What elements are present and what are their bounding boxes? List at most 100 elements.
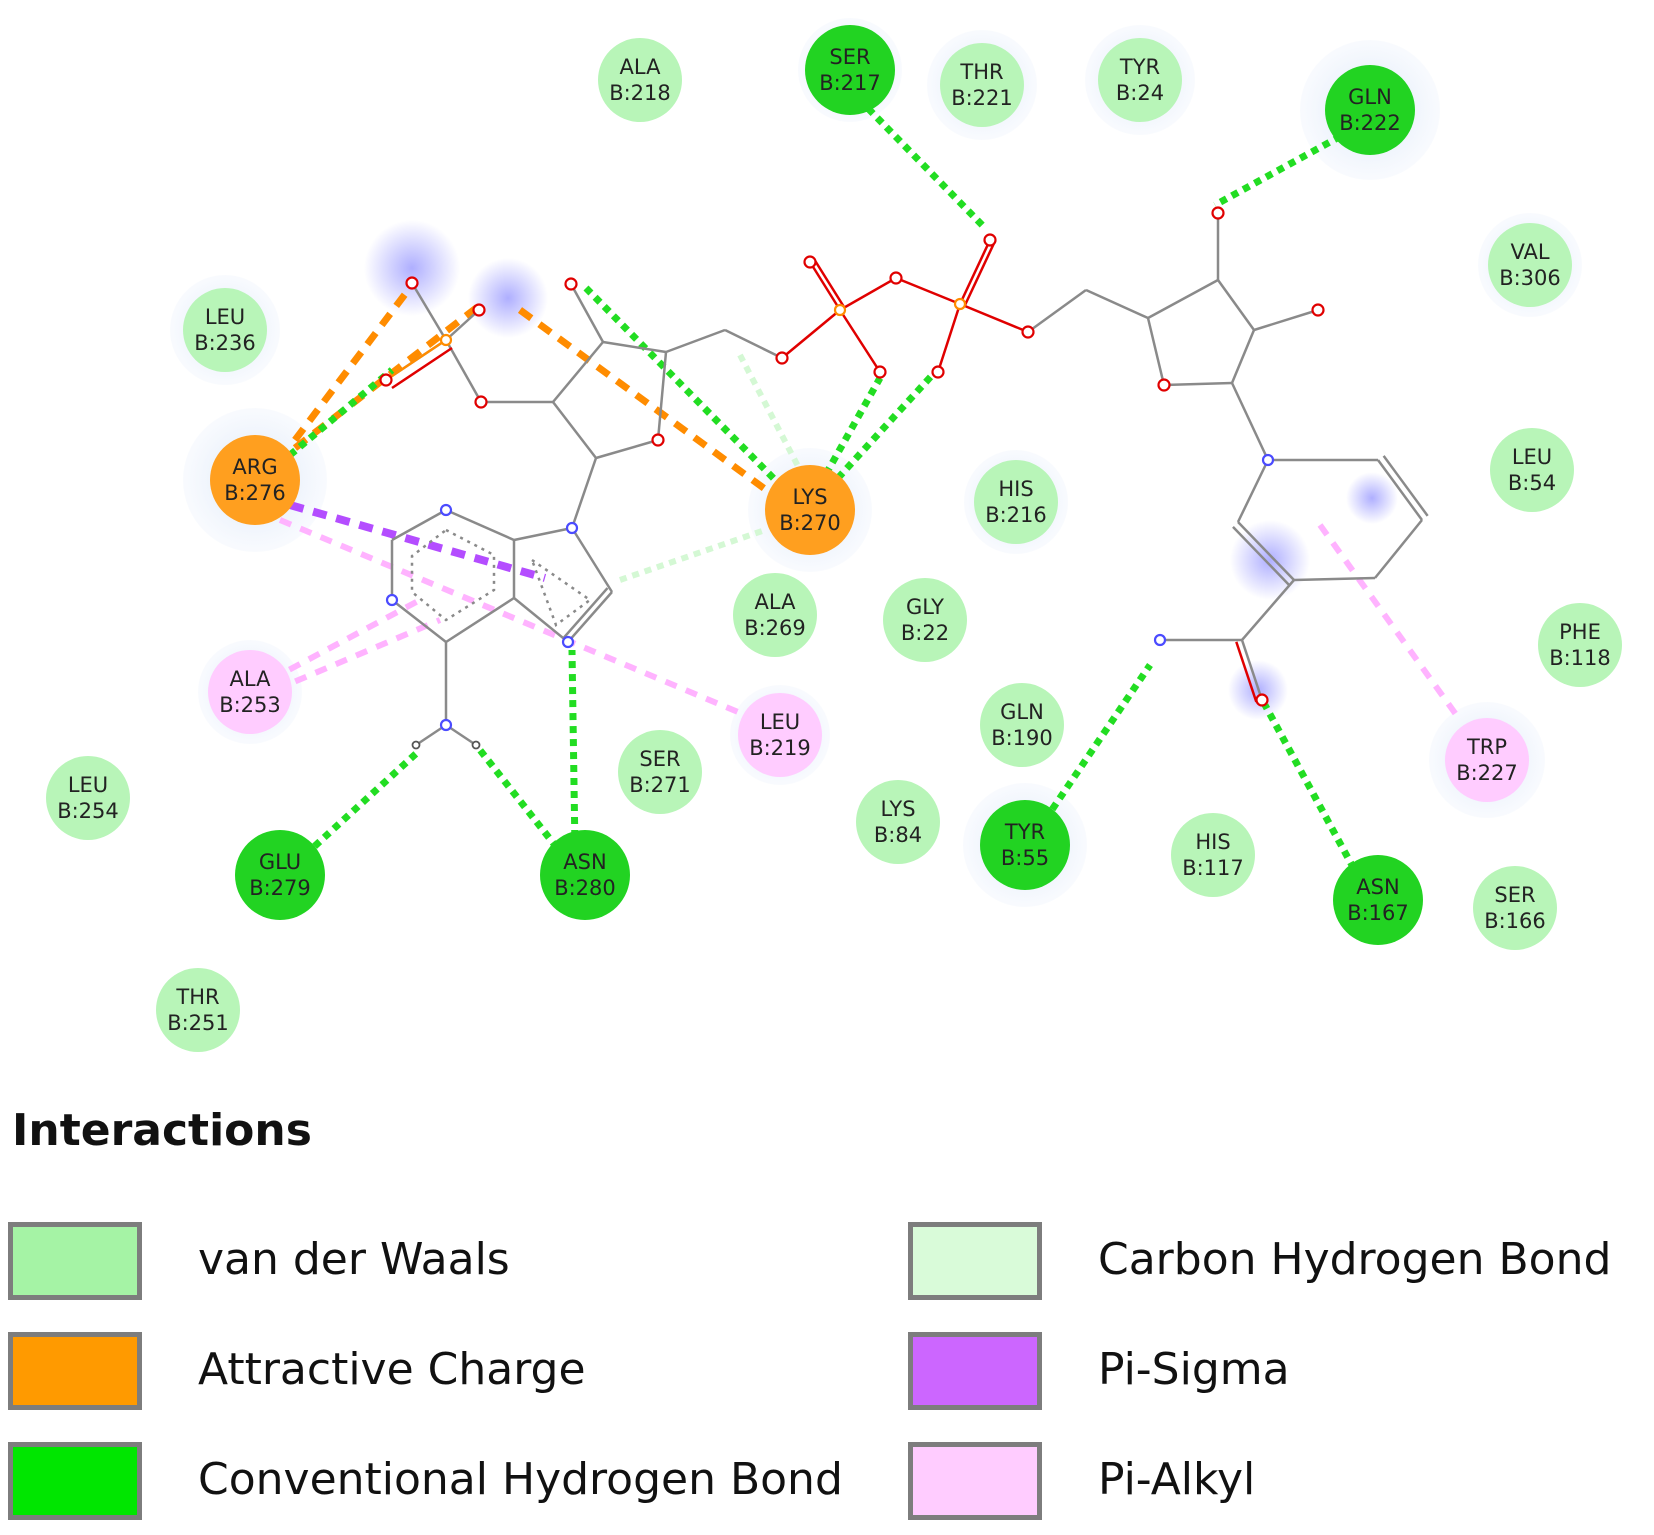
ligand-bond <box>963 241 996 307</box>
ligand-bond <box>391 508 447 542</box>
legend-label: van der Waals <box>198 1234 510 1285</box>
residue-disc <box>618 730 702 814</box>
conventional-hbond-line <box>1042 663 1153 822</box>
residue-position: B:217 <box>819 71 881 95</box>
oxygen-atom <box>564 277 578 291</box>
residue-position: B:236 <box>194 331 256 355</box>
legend-swatch <box>908 1222 1042 1300</box>
residue-position: B:270 <box>779 511 841 535</box>
residue-disc <box>235 830 325 920</box>
nitrogen-atom <box>439 718 453 732</box>
atom-glow <box>1346 472 1398 524</box>
residue-name: LYS <box>880 797 915 821</box>
residue-position: B:221 <box>951 86 1013 110</box>
residue-disc <box>980 683 1064 767</box>
conventional-hbond-line <box>835 369 938 481</box>
ligand-bond <box>808 261 842 311</box>
ligand-bond <box>838 309 882 373</box>
hydrogen-atom <box>411 740 421 750</box>
ligand-bond <box>813 258 846 309</box>
residue-disc <box>883 578 967 662</box>
oxygen-atom <box>651 433 665 447</box>
oxygen-atom <box>379 373 393 387</box>
ligand-bond <box>562 587 609 639</box>
phosphorus-atom <box>439 333 453 347</box>
residue-position: B:166 <box>1484 909 1546 933</box>
residue-position: B:24 <box>1116 81 1164 105</box>
ligand-bond <box>895 276 961 306</box>
aromatic-ring <box>529 556 593 627</box>
residue-name: THR <box>175 985 219 1009</box>
legend-swatch <box>908 1442 1042 1520</box>
residue-name: THR <box>959 60 1003 84</box>
conventional-hbond-line <box>1261 703 1364 882</box>
residue-name: TYR <box>1004 820 1045 844</box>
residue-disc <box>183 288 267 372</box>
residue-disc <box>1098 38 1182 122</box>
oxygen-atom <box>472 303 486 317</box>
residue-disc <box>1538 603 1622 687</box>
residue-disc <box>1473 866 1557 950</box>
ligand-bond <box>656 351 668 441</box>
residue-position: B:190 <box>991 726 1053 750</box>
ligand-atoms <box>379 206 1325 750</box>
residue-position: B:306 <box>1499 266 1561 290</box>
residue-name: LEU <box>205 305 245 329</box>
residue-disc <box>210 435 300 525</box>
ligand-bond <box>1230 382 1270 461</box>
residue-disc <box>1171 813 1255 897</box>
residue-disc <box>1333 855 1423 945</box>
ligand-bond <box>410 282 448 341</box>
pi-alkyl-line <box>268 597 422 683</box>
ligand-bond <box>1147 278 1219 320</box>
oxygen-atom <box>1021 325 1035 339</box>
residue-disc <box>980 800 1070 890</box>
residue-position: B:54 <box>1508 471 1556 495</box>
ligand-bond <box>1382 455 1429 517</box>
atom-glow <box>364 220 460 316</box>
residue-disc <box>156 968 240 1052</box>
legend-label: Carbon Hydrogen Bond <box>1098 1234 1612 1285</box>
ligand-bond <box>567 591 613 643</box>
attractive-charge-line <box>292 302 483 451</box>
oxygen-atom <box>983 233 997 247</box>
residue-position: B:167 <box>1347 901 1409 925</box>
residue-name: GLU <box>259 850 301 874</box>
residue-name: ALA <box>755 590 797 614</box>
residue-name: GLY <box>906 595 944 619</box>
ligand-bond <box>1230 329 1256 384</box>
residue-name: SER <box>1494 883 1535 907</box>
ligand-bond <box>1085 288 1149 320</box>
ligand-bond <box>1163 381 1233 387</box>
ligand-bond <box>391 346 453 390</box>
residue-disc <box>738 693 822 777</box>
nitrogen-atom <box>385 593 399 607</box>
ligand-bond <box>445 309 480 341</box>
ligand-bond <box>959 302 1029 334</box>
phosphorus-atom <box>833 303 847 317</box>
ligand-bond <box>1216 279 1256 331</box>
residue-position: B:227 <box>1456 761 1518 785</box>
pi-sigma-line <box>288 501 547 582</box>
atom-glow <box>468 258 548 338</box>
ligand-bond <box>513 526 573 542</box>
conventional-hbond-line <box>583 285 793 498</box>
oxygen-atom <box>1311 303 1325 317</box>
residue-position: B:254 <box>57 799 119 823</box>
conventional-hbond-line <box>568 649 579 851</box>
ligand-bond <box>513 597 569 643</box>
